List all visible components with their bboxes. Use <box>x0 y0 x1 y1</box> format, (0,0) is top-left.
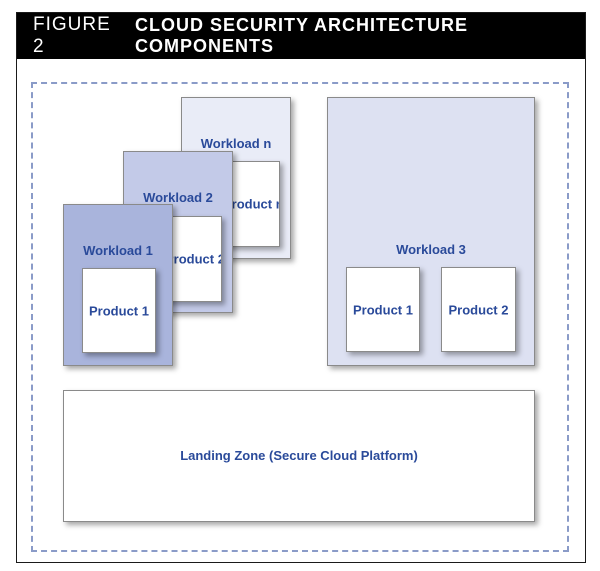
workload-1-box: Workload 1 Product 1 <box>63 204 173 366</box>
workload-2-product-label: Product 2 <box>165 251 222 267</box>
figure-header: FIGURE 2 CLOUD SECURITY ARCHITECTURE COM… <box>17 13 585 59</box>
figure-number: FIGURE 2 <box>33 14 111 57</box>
landing-zone-label: Landing Zone (Secure Cloud Platform) <box>180 448 418 463</box>
workload-3-label: Workload 3 <box>396 242 466 257</box>
workload-3-product-2-label: Product 2 <box>448 302 509 317</box>
workload-1-product-label: Product 1 <box>89 303 149 318</box>
figure-title: CLOUD SECURITY ARCHITECTURE COMPONENTS <box>135 15 469 56</box>
workload-n-label: Workload n <box>200 136 272 151</box>
workload-3-product-1-label: Product 1 <box>353 302 413 317</box>
workload-3-product-1-box: Product 1 <box>346 267 420 352</box>
landing-zone-box: Landing Zone (Secure Cloud Platform) <box>63 390 535 522</box>
figure-frame: FIGURE 2 CLOUD SECURITY ARCHITECTURE COM… <box>16 12 586 563</box>
workload-n-product-label: Product n <box>223 196 280 212</box>
cloud-boundary <box>31 82 569 552</box>
workload-3-box: Workload 3 Product 1 Product 2 <box>327 97 535 366</box>
workload-n-product-box: Product n <box>222 161 280 247</box>
workload-1-product-box: Product 1 <box>82 268 156 353</box>
workload-2-label: Workload 2 <box>143 190 213 205</box>
workload-2-product-box: Product 2 <box>164 216 222 302</box>
workload-1-label: Workload 1 <box>83 243 153 258</box>
workload-3-product-2-box: Product 2 <box>441 267 516 352</box>
